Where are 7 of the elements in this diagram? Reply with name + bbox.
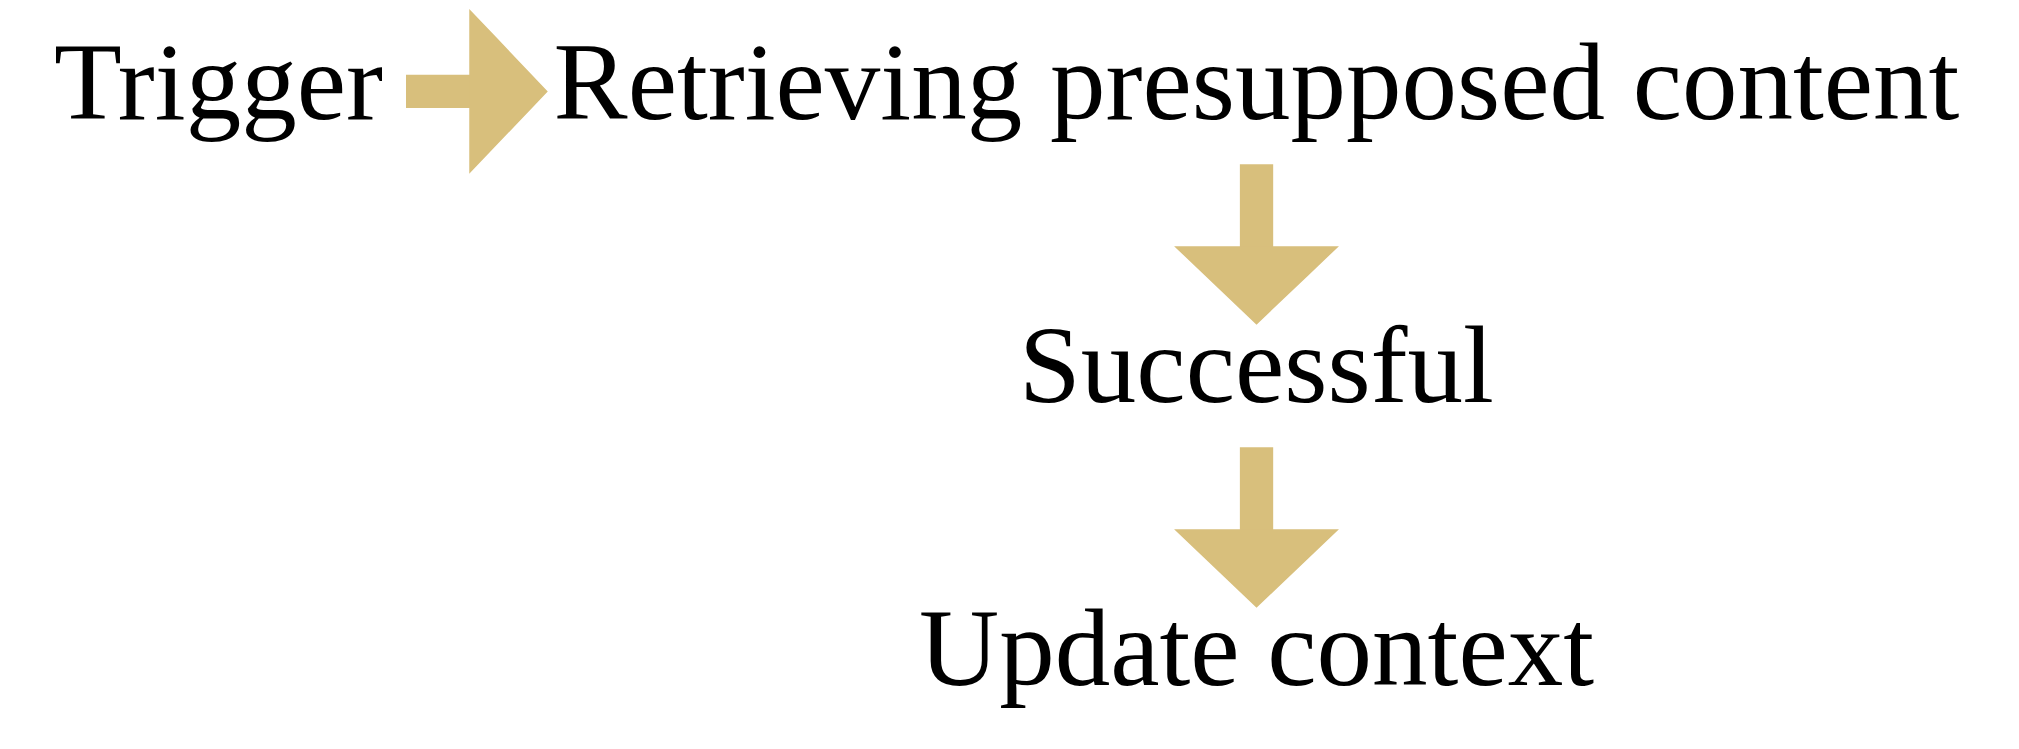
arrow (406, 8, 548, 174)
node-text: Retrieving presupposed content (553, 20, 1960, 144)
node-text: Update context (918, 586, 1595, 710)
arrow (1174, 164, 1339, 325)
node-text: Successful (1019, 303, 1494, 427)
node-text: Trigger (53, 20, 383, 144)
arrow (1174, 447, 1339, 608)
